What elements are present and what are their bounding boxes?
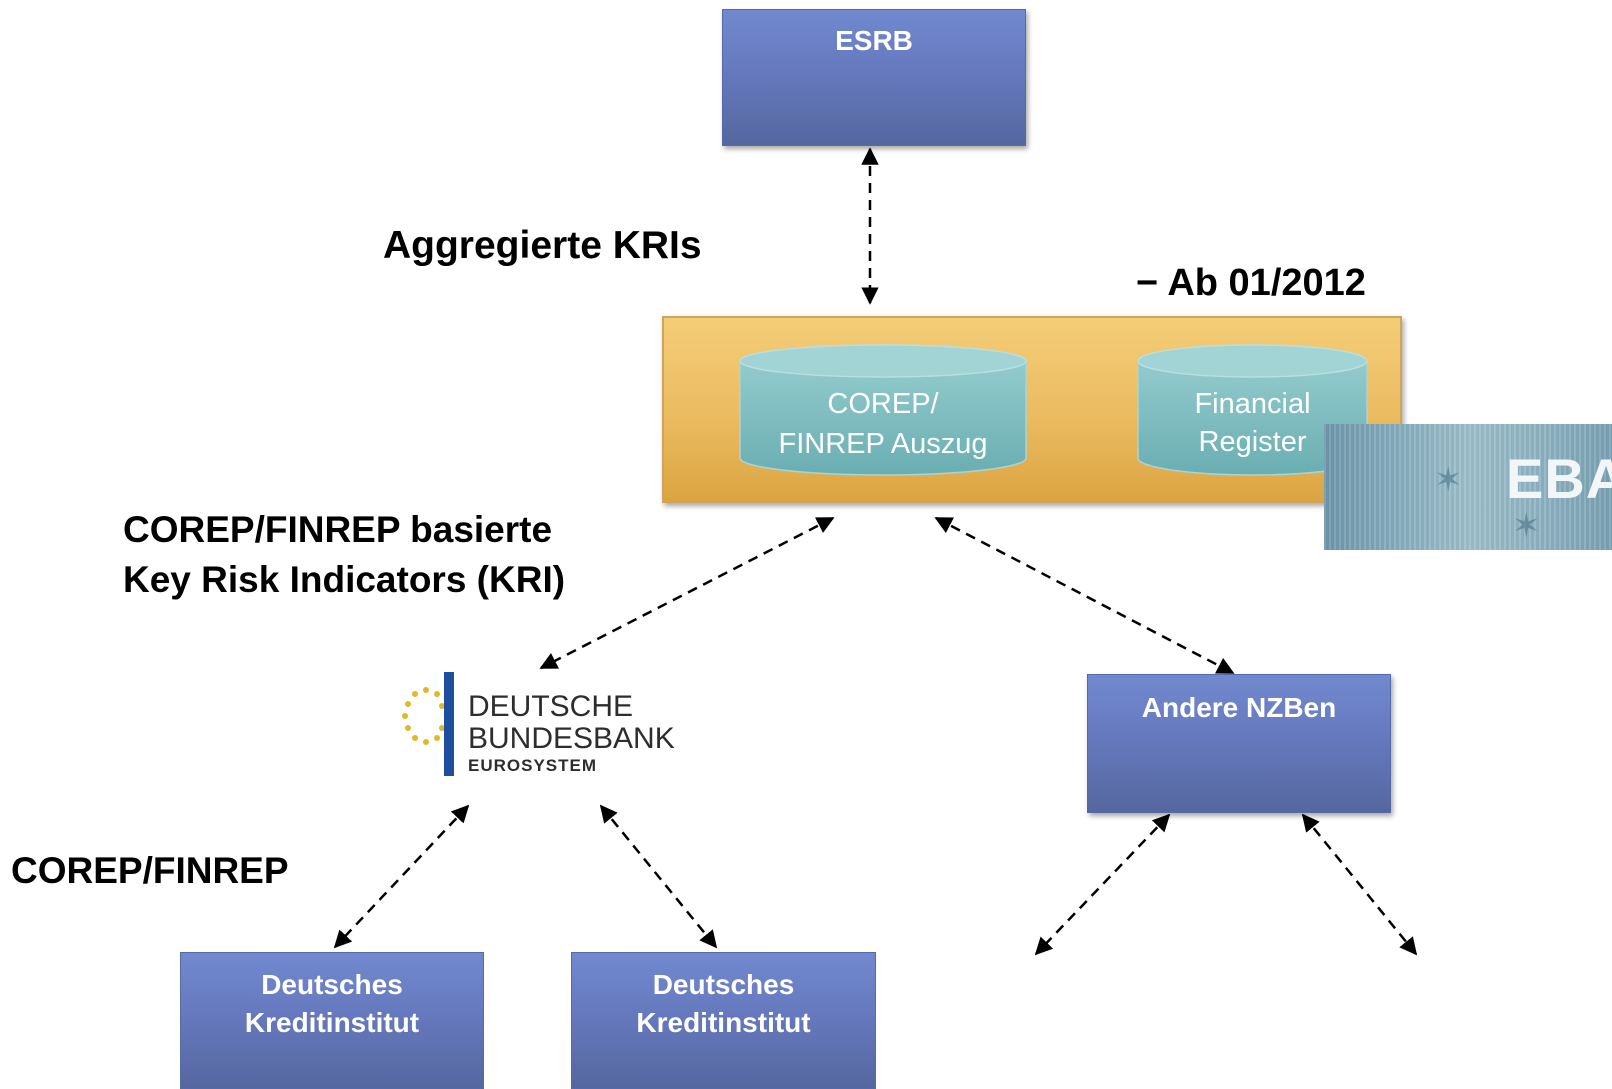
financial-db-line2: Register [1198,426,1307,458]
financial-db-line1: Financial [1194,388,1311,420]
bundesbank-logo: DEUTSCHE BUNDESBANK EUROSYSTEM [398,668,678,780]
arrow-other-ncbs-down-left [1034,813,1171,956]
bundesbank-blue-bar [444,672,454,776]
bank-left-line1: Deutsches [261,969,403,1000]
corep-finrep-label: COREP/FINREP [11,850,289,891]
bundesbank-logo-line1: DEUTSCHE [468,690,634,723]
other-ncbs-label: Andere NZBen [1141,692,1337,723]
eba-logo: ✶ ✶ EBA [1324,424,1612,550]
credit-institution-left-node: Deutsches Kreditinstitut [180,952,484,1089]
corep-kri-line1: COREP/FINREP basierte [123,509,553,550]
arrow-eba-bundesbank [539,516,835,670]
eu-stars-icon [402,687,445,745]
corep-based-kri-label: COREP/FINREP basierte Key Risk Indicator… [123,505,565,605]
since-date-label: − Ab 01/2012 [1136,262,1366,304]
star-icon: ✶ [1434,461,1463,499]
esrb-label: ESRB [835,25,913,56]
aggregated-kris-label: Aggregierte KRIs [383,224,702,267]
database-cylinder-icon [739,344,1027,476]
corep-db-line1: COREP/ [827,388,939,420]
corep-db-line2: FINREP Auszug [778,428,988,460]
eba-logo-text: EBA [1506,447,1612,510]
bundesbank-logo-line3: EUROSYSTEM [468,756,598,775]
esrb-node: ESRB [722,9,1026,146]
financial-register-database: Financial Register [1136,343,1369,478]
arrow-bundesbank-bank-left [333,804,470,949]
database-cylinder-icon [1137,344,1368,476]
arrow-bundesbank-bank-right [599,804,718,949]
arrow-other-ncbs-down-right [1301,813,1418,956]
bundesbank-logo-line2: BUNDESBANK [468,722,675,755]
eba-database-container: COREP/ FINREP Auszug Financial Register [662,316,1402,503]
corep-finrep-extract-database: COREP/ FINREP Auszug [738,343,1028,478]
credit-institution-right-node: Deutsches Kreditinstitut [571,952,876,1089]
bank-right-line1: Deutsches [652,969,795,1000]
other-ncbs-node: Andere NZBen [1087,674,1391,813]
bank-left-line2: Kreditinstitut [244,1007,420,1038]
bank-right-line2: Kreditinstitut [636,1007,811,1038]
arrow-eba-other-ncbs [934,516,1235,675]
corep-kri-line2: Key Risk Indicators (KRI) [123,559,566,600]
star-icon: ✶ [1512,507,1541,545]
